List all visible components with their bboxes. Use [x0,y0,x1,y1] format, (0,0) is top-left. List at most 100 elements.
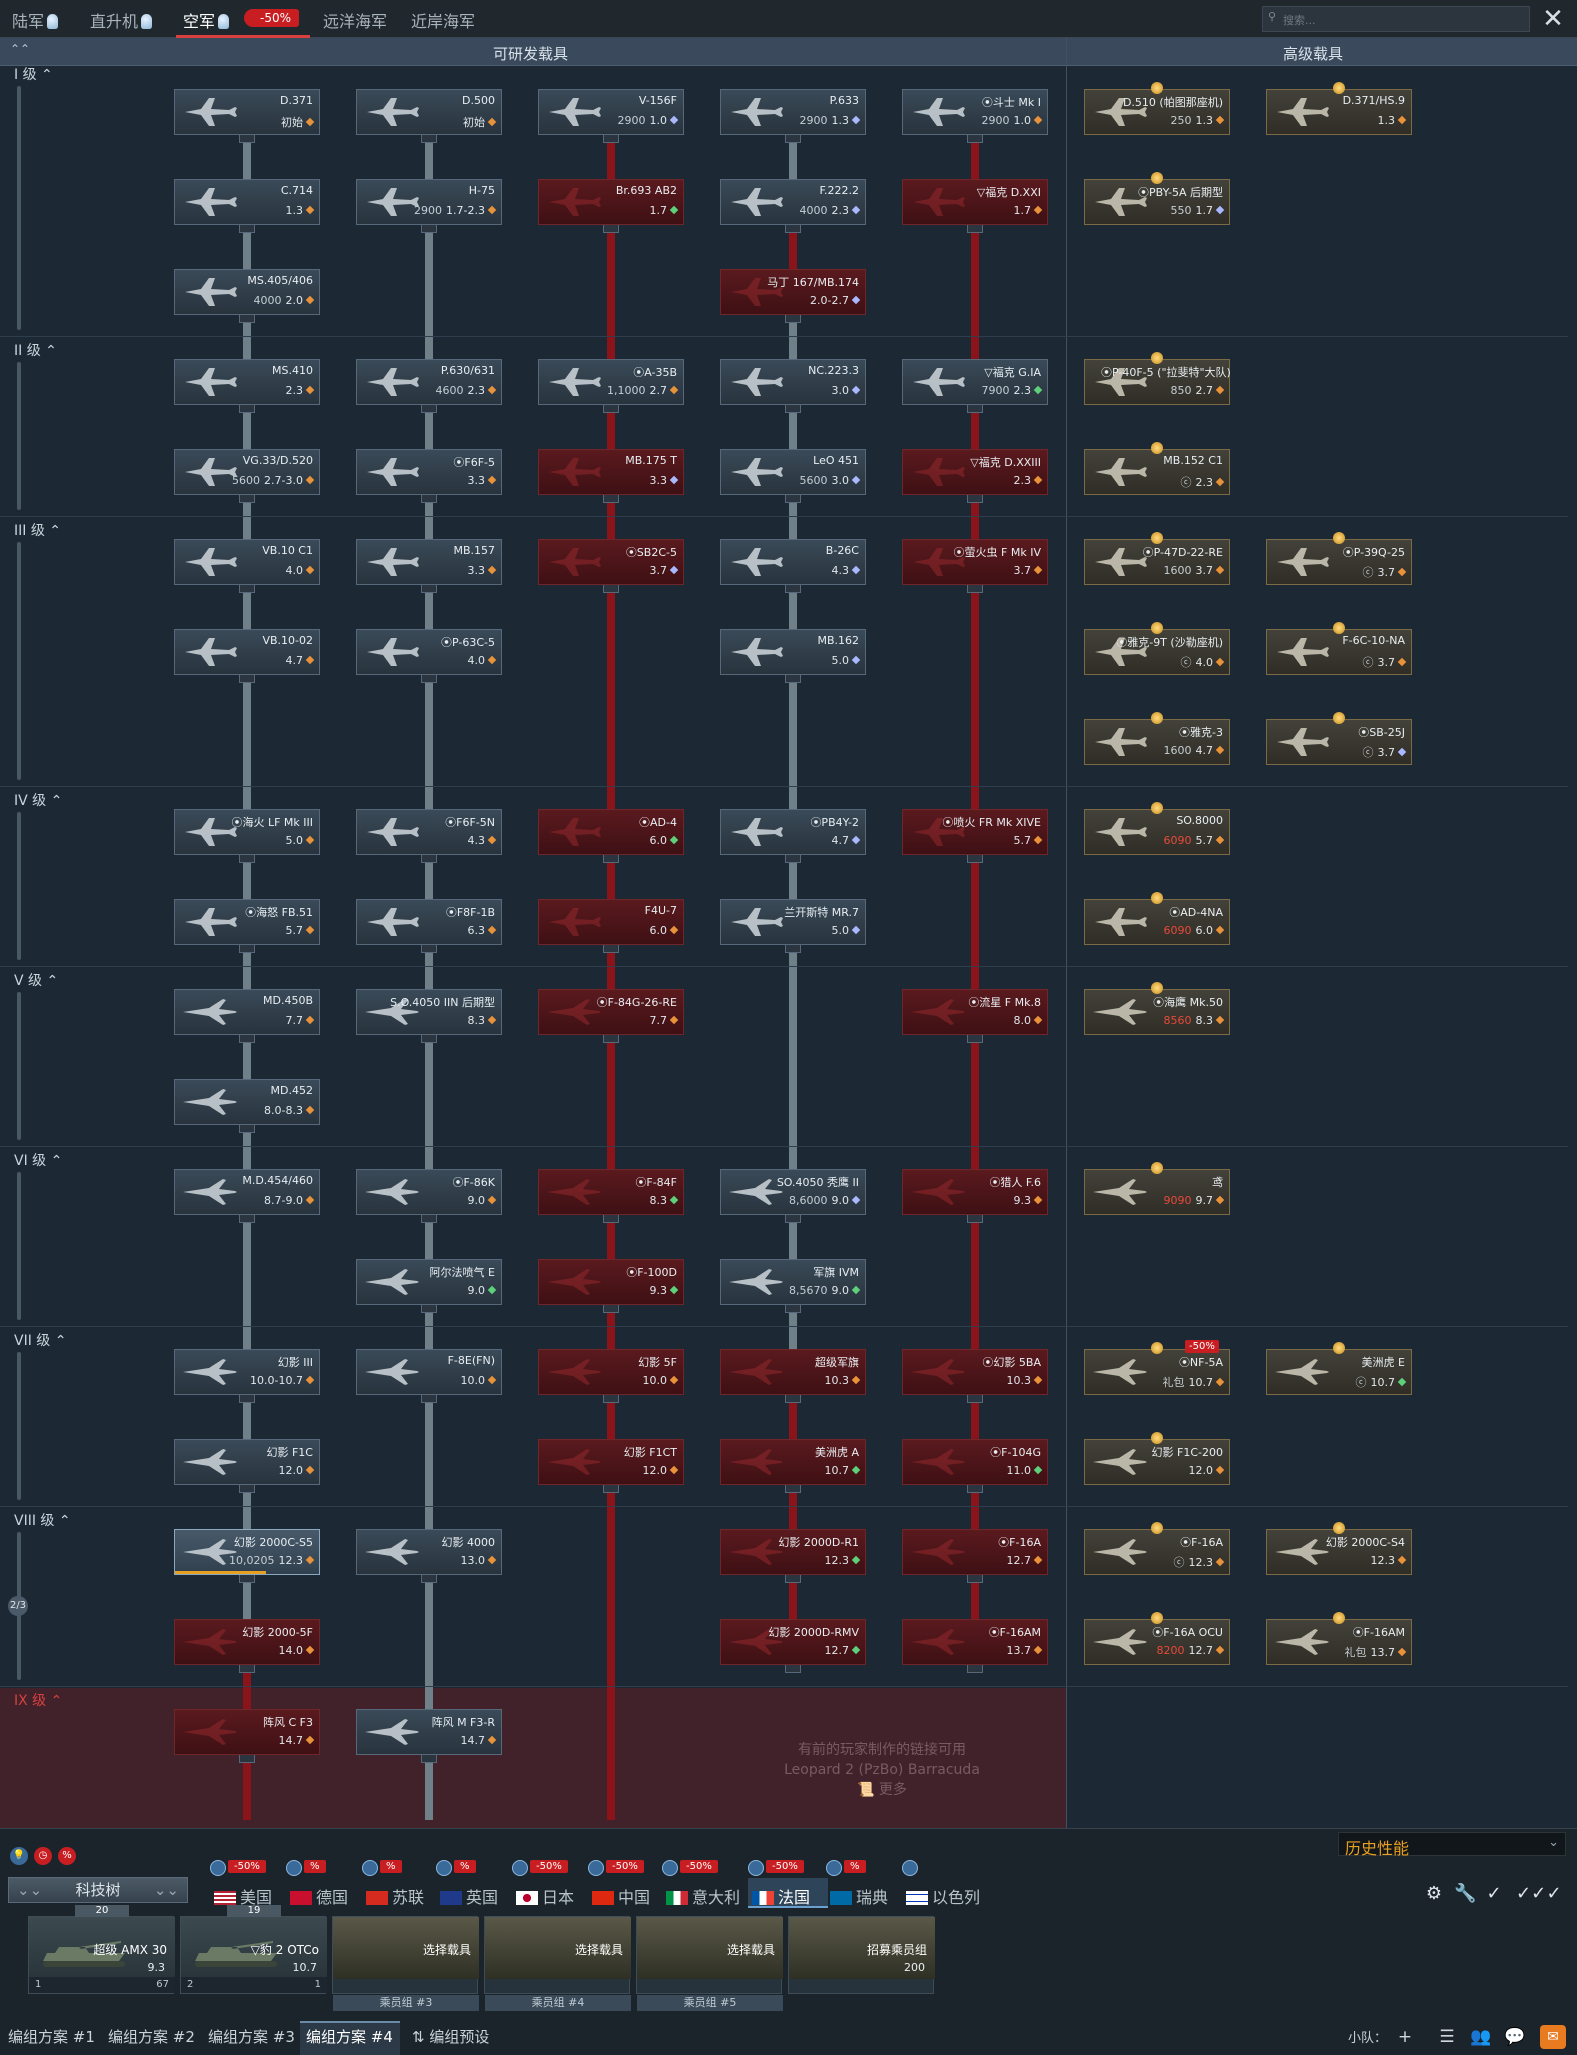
nation-tab[interactable]: 美国 [214,1884,272,1908]
tab-helicopters[interactable]: 直升机 [90,8,153,32]
rank-label[interactable]: IV 级 ⌃ [14,793,63,809]
rank-label[interactable]: IX 级 ⌃ [14,1693,63,1709]
tab-coastal-fleet[interactable]: 近岸海军 [411,12,476,31]
crew-slot[interactable]: 选择载具乘员组 #3 [332,1916,479,2011]
nation-tab[interactable]: 德国 [290,1884,348,1908]
techtree-button[interactable]: ⌄⌄科技树⌄⌄ [8,1877,188,1903]
rank-label[interactable]: V 级 ⌃ [14,973,59,989]
nation-tab[interactable]: 中国 [592,1884,650,1908]
rank-label[interactable]: VI 级 ⌃ [14,1153,63,1169]
crew-slot[interactable]: 选择载具乘员组 #4 [484,1916,631,2011]
preset-settings[interactable]: ⇅ 编组预设 [412,2028,490,2046]
history-performance-dropdown[interactable]: 历史性能⌄ [1338,1832,1566,1858]
list-icon[interactable]: ☰ [1439,2027,1455,2047]
preset-tab-4[interactable]: 编组方案 #4 [306,2028,393,2046]
preset-tab-3[interactable]: 编组方案 #3 [208,2028,295,2046]
check-icon[interactable]: ✓ [1486,1883,1502,1904]
crew-slot[interactable]: 选择载具乘员组 #5 [636,1916,783,2011]
nation-tab[interactable]: 英国 [440,1884,498,1908]
add-squad-icon[interactable]: + [1397,2027,1413,2047]
preset-tab-2[interactable]: 编组方案 #2 [108,2028,195,2046]
rank-label[interactable]: II 级 ⌃ [14,343,57,359]
nation-tab[interactable]: 以色列 [906,1884,980,1908]
collapse-all-icon[interactable]: ⌃⌃ [10,42,31,56]
gear-icon[interactable]: ⚙ [1425,1883,1443,1904]
tab-bluewater-fleet[interactable]: 远洋海军 [323,12,388,31]
chat-icon[interactable]: 💬 [1504,2027,1526,2047]
tab-ground[interactable]: 陆军 [12,8,59,32]
double-check-icon[interactable]: ✓✓ [1516,1883,1547,1904]
wrench-icon[interactable]: 🔧 [1454,1883,1477,1904]
page-indicator[interactable]: 2/3 [8,1596,28,1616]
nation-tab[interactable]: 日本 [516,1884,574,1908]
mail-icon[interactable]: ✉ [1540,2025,1566,2049]
clock-icon[interactable]: ◷ [34,1847,52,1865]
close-button[interactable]: ✕ [1542,4,1564,34]
rank-label[interactable]: VII 级 ⌃ [14,1333,67,1349]
